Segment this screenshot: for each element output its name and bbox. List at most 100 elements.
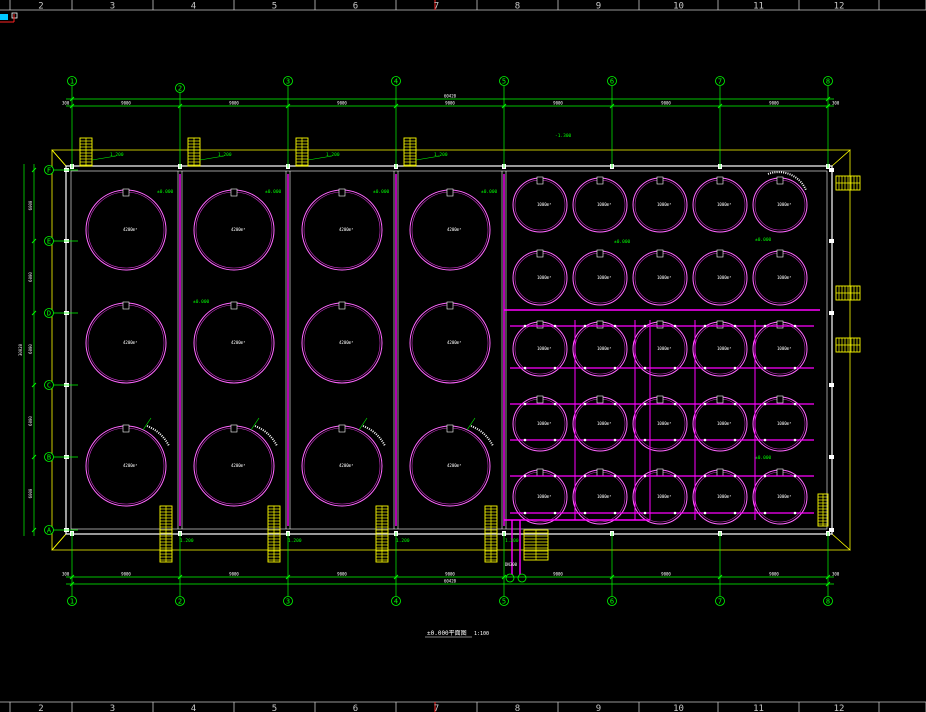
- pipe-valve: [523, 366, 527, 370]
- tank-label: 1000m³: [597, 202, 611, 207]
- tank-label: 1000m³: [537, 346, 551, 351]
- pipe-valve: [553, 366, 557, 370]
- dimension-text: 9000: [121, 101, 131, 106]
- pipe-valve: [613, 438, 617, 442]
- dimension-tick: [825, 581, 831, 587]
- tank: 4200m³: [193, 424, 275, 507]
- pipe-valve: [733, 438, 737, 442]
- tank-manhole: [230, 188, 238, 197]
- pipe-valve: [703, 438, 707, 442]
- dimension-tick: [31, 527, 37, 533]
- pipe-valve: [523, 324, 527, 328]
- tank: 4200m³: [409, 188, 491, 271]
- stair: [295, 137, 309, 167]
- tank-label: 1000m³: [777, 275, 791, 280]
- stair: [187, 137, 201, 167]
- level-mark: ±0.000: [614, 239, 631, 245]
- pipe-valve: [613, 511, 617, 515]
- pipe-valve: [763, 438, 767, 442]
- tank: 4200m³: [301, 424, 383, 507]
- pipe-valve: [733, 511, 737, 515]
- axis-bubble-row: [44, 380, 54, 390]
- pipe-valve: [673, 511, 677, 515]
- tank-manhole: [596, 320, 604, 329]
- dimension-tick: [31, 310, 37, 316]
- axis-bubble-bottom: [283, 596, 293, 606]
- pipe-valve: [553, 438, 557, 442]
- axis-label-top: 3: [286, 78, 290, 86]
- dimension-overall: 60420: [444, 579, 457, 584]
- stair: [835, 175, 861, 191]
- pipe-valve: [703, 511, 707, 515]
- dimension-tick: [717, 103, 723, 109]
- ruler-label: 8: [515, 704, 520, 712]
- dimension-text: 9000: [445, 572, 455, 577]
- title-text: ±0.000平面图: [427, 630, 467, 637]
- pipe-valve: [613, 366, 617, 370]
- tank-label: 1000m³: [657, 494, 671, 499]
- dimension-text: 9000: [769, 101, 779, 106]
- ladder-leader: [358, 417, 368, 431]
- tank: 1000m³: [632, 249, 688, 306]
- pipe-valve: [673, 402, 677, 406]
- column: [829, 455, 834, 459]
- roof-hip: [51, 149, 67, 167]
- axis-bubble-row: [44, 308, 54, 318]
- column: [829, 383, 834, 387]
- axis-label-row: F: [47, 167, 51, 175]
- axis-bubble-row: [44, 165, 54, 175]
- tank-ladder: [146, 425, 170, 447]
- dimension-tick: [825, 103, 831, 109]
- tank-manhole: [716, 395, 724, 404]
- tank: 4200m³: [409, 301, 491, 384]
- tank: 1000m³: [692, 249, 748, 306]
- pipe-valve: [553, 324, 557, 328]
- tank-manhole: [596, 468, 604, 477]
- level-mark: ±0.000: [481, 189, 498, 195]
- dimension-tick: [177, 574, 183, 580]
- tank-manhole: [656, 176, 664, 185]
- pipe-valve: [763, 474, 767, 478]
- tank-label: 1000m³: [597, 275, 611, 280]
- ruler-label: 12: [834, 704, 845, 712]
- stair: [817, 493, 829, 527]
- ruler-label: 8: [515, 2, 520, 12]
- dimension-end: 300: [62, 101, 70, 106]
- stair: [835, 337, 861, 353]
- tank-manhole: [776, 395, 784, 404]
- tank-manhole: [656, 320, 664, 329]
- axis-bubble-bottom: [67, 596, 77, 606]
- stair-level: 1.200: [288, 538, 302, 544]
- tank-manhole: [656, 468, 664, 477]
- dimension-text: 9000: [229, 572, 239, 577]
- stair: [484, 505, 498, 563]
- ruler-label: 6: [353, 2, 358, 12]
- tank-manhole: [776, 176, 784, 185]
- level-mark: ±0.000: [755, 237, 772, 243]
- stair-level: 1.200: [218, 152, 232, 158]
- tank: 1000m³: [632, 395, 688, 452]
- tank: 4200m³: [301, 188, 383, 271]
- tank: 1000m³: [692, 395, 748, 452]
- dimension-tick: [609, 574, 615, 580]
- level-mark: ±0.000: [755, 455, 772, 461]
- dimension-tick: [31, 454, 37, 460]
- ruler-label: 11: [753, 2, 764, 12]
- pipe-valve: [613, 324, 617, 328]
- tank-label: 1000m³: [717, 202, 731, 207]
- axis-bubble-top: [67, 76, 77, 86]
- tank-manhole: [230, 301, 238, 310]
- ruler-label: 12: [834, 2, 845, 12]
- dimension-text: 6000: [28, 416, 33, 426]
- tank: 1000m³: [752, 395, 808, 452]
- pipe-valve: [553, 474, 557, 478]
- dimension-text: 9000: [661, 572, 671, 577]
- pipe-label: DN300: [505, 562, 518, 567]
- pipe-valve: [523, 511, 527, 515]
- title-scale: 1:100: [474, 631, 489, 637]
- tank-label: 1000m³: [777, 202, 791, 207]
- tank-label: 1000m³: [597, 346, 611, 351]
- pipe-valve: [763, 366, 767, 370]
- dimension-overall: 60420: [444, 94, 457, 99]
